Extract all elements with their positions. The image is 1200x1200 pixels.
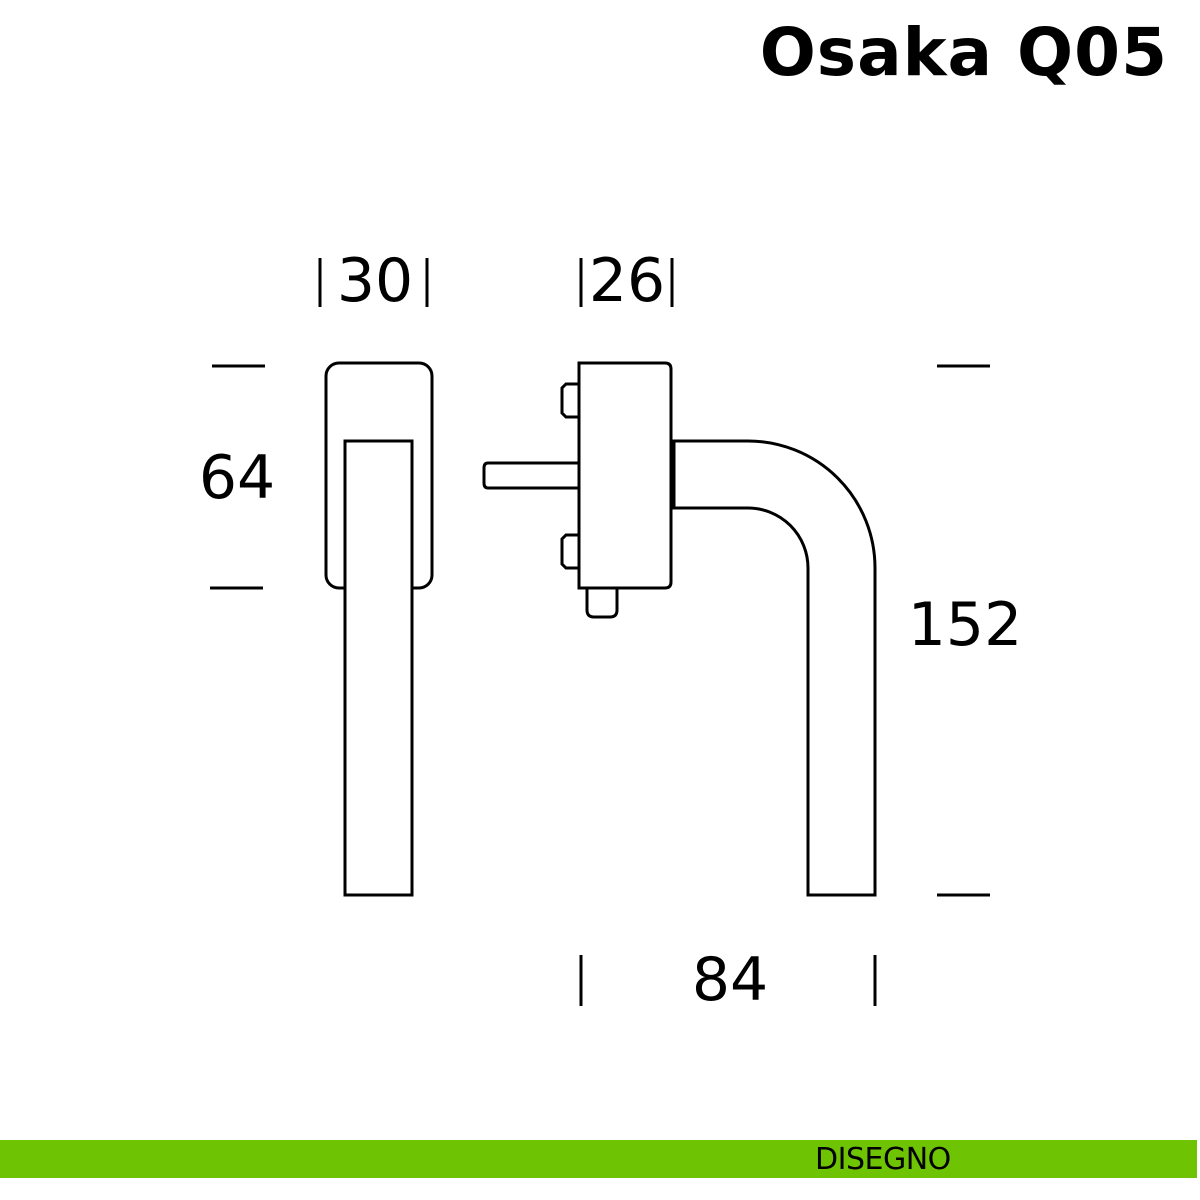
dim-total-height: 152 xyxy=(908,590,1023,660)
collar xyxy=(669,439,676,510)
front-lever xyxy=(343,439,414,897)
dim-front-width: 30 xyxy=(337,246,413,316)
bottom-screw-pin xyxy=(560,533,579,570)
spindle xyxy=(482,461,579,490)
dim-side-width: 26 xyxy=(589,246,665,316)
footer-label: DISEGNO xyxy=(815,1142,951,1177)
footer-bar: DISEGNO xyxy=(0,1140,1197,1178)
side-lever-arm xyxy=(674,439,877,897)
top-screw-pin xyxy=(560,382,579,419)
product-title: Osaka Q05 xyxy=(759,14,1168,91)
side-rosette xyxy=(577,361,673,590)
dim-projection: 84 xyxy=(692,945,768,1015)
dimension-marks xyxy=(210,258,990,1006)
dim-rosette-height: 64 xyxy=(199,443,275,513)
front-view xyxy=(324,361,434,897)
bottom-tab xyxy=(585,588,619,619)
side-view xyxy=(482,361,877,897)
